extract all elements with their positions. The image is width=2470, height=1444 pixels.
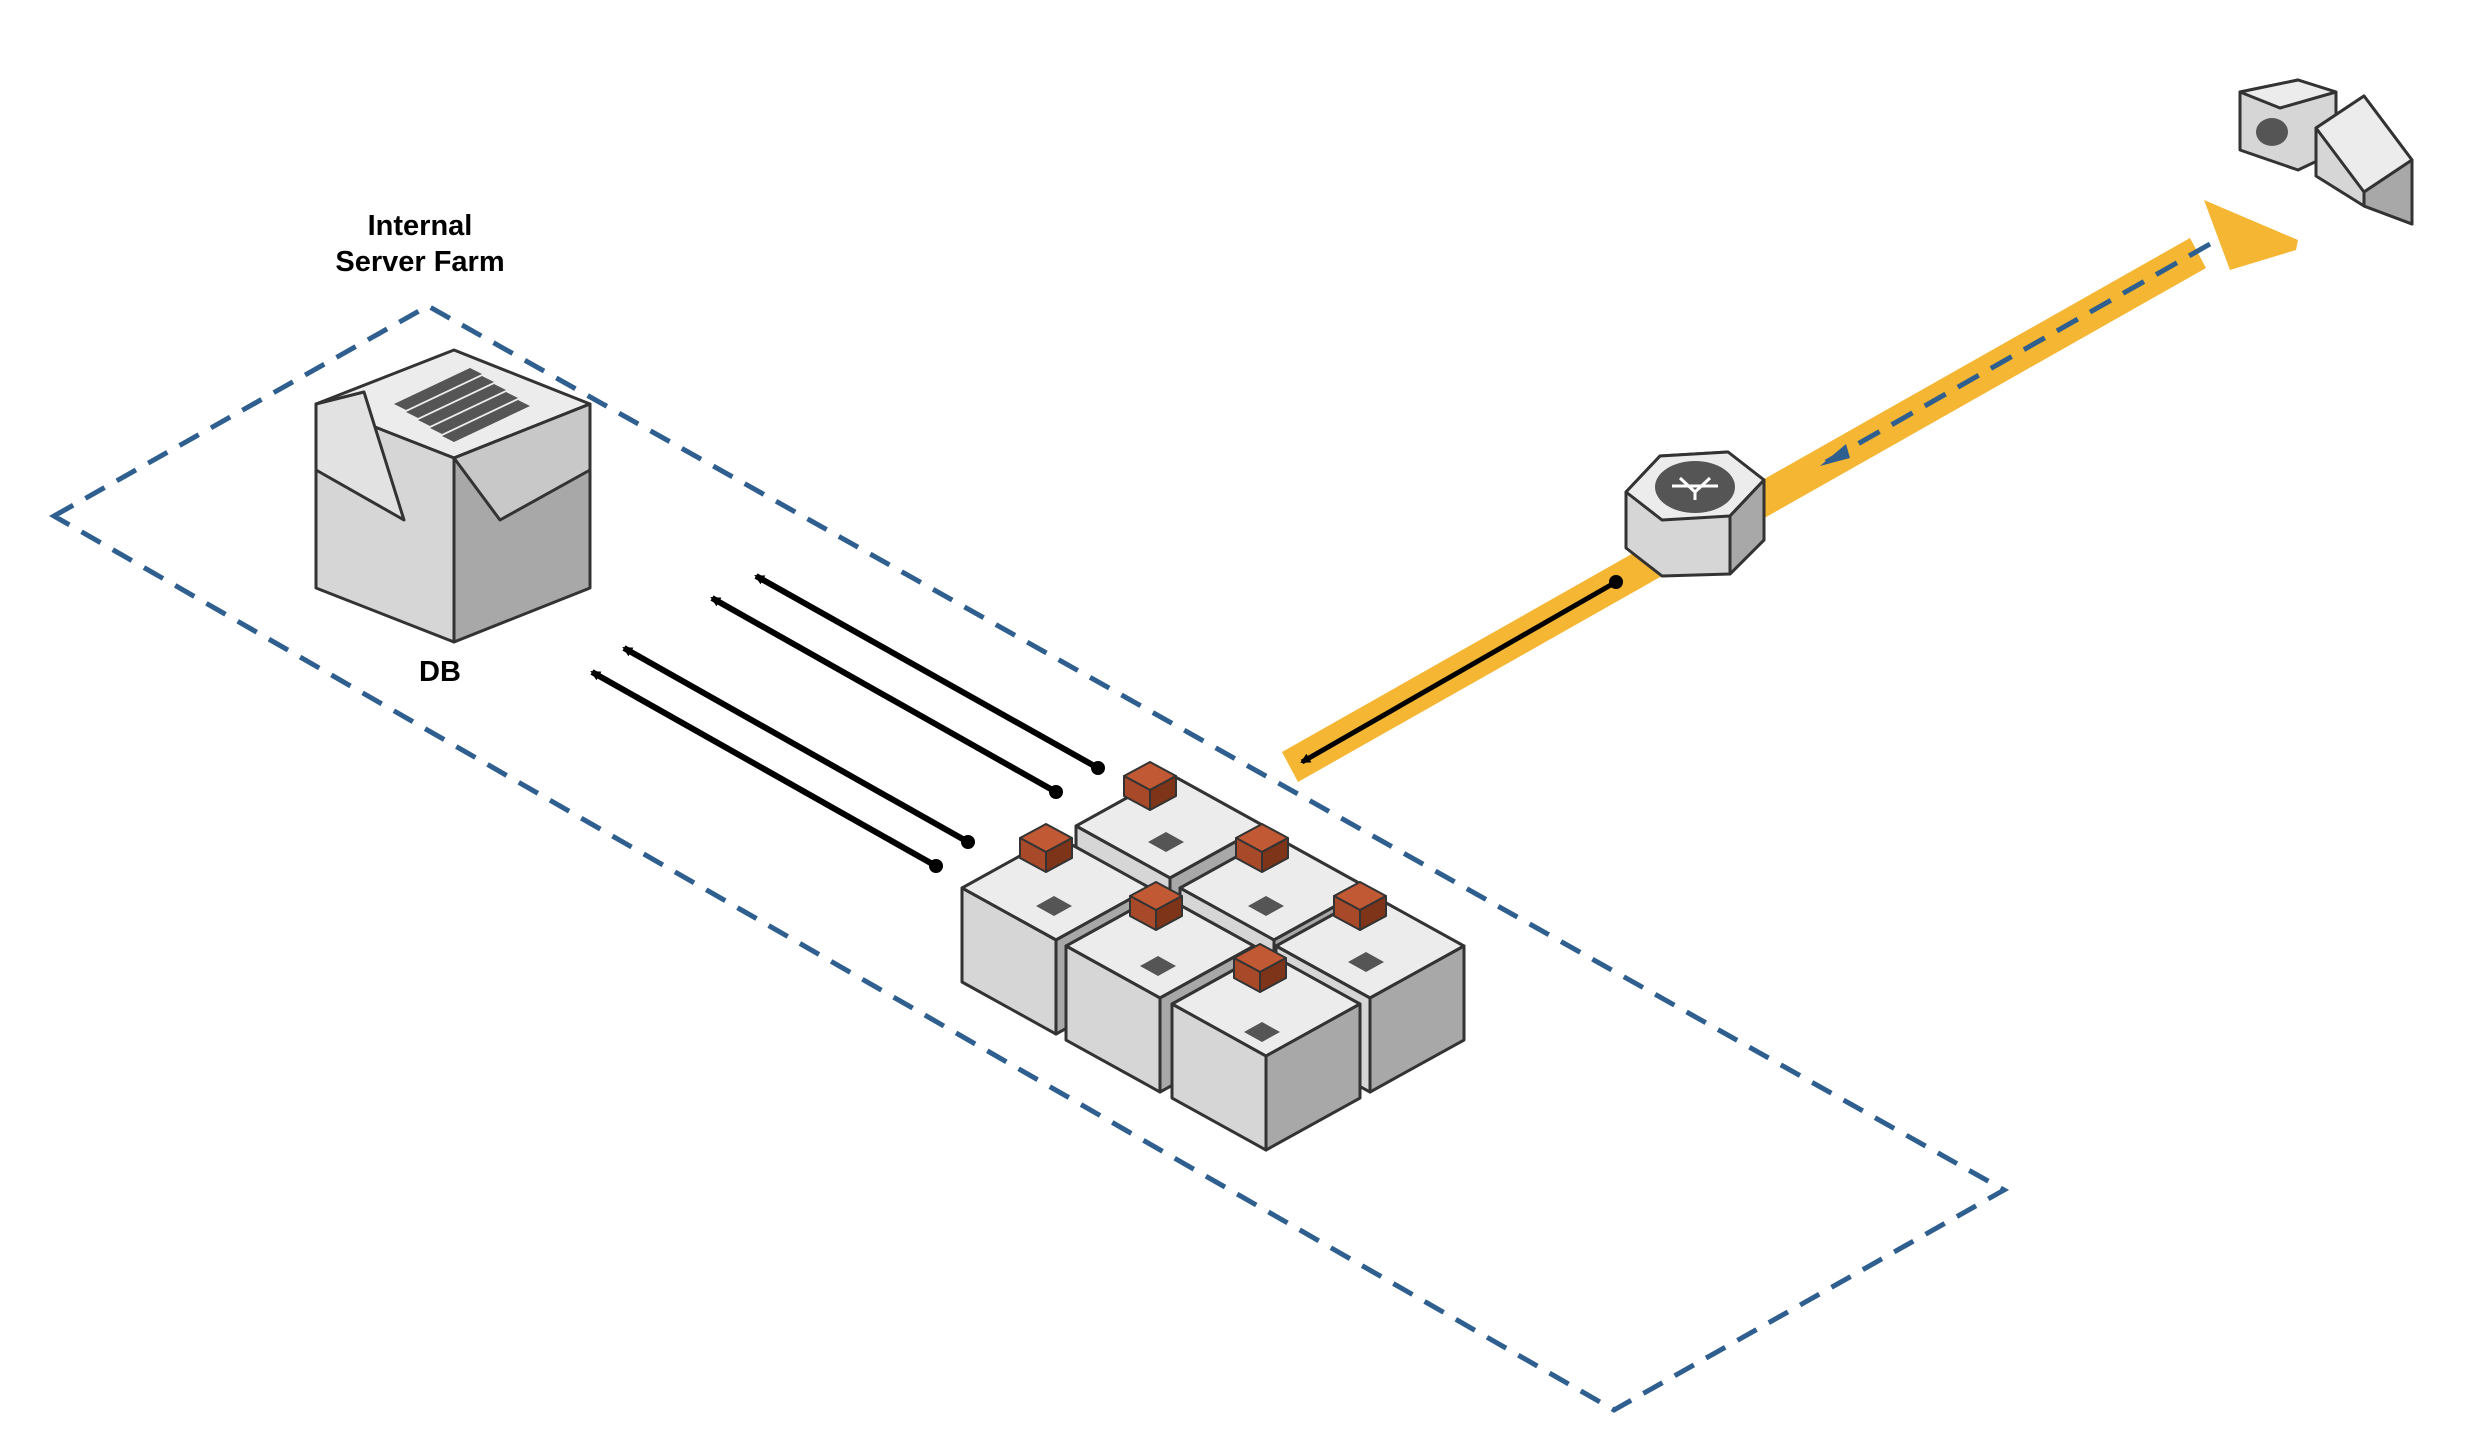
package-icon (1123, 761, 1177, 811)
zone-label-line2: Server Farm (335, 246, 505, 278)
package-icon (1235, 823, 1289, 873)
db-label: DB (419, 656, 461, 688)
load-balancer-icon (1624, 450, 1766, 578)
traffic-path (1282, 200, 2298, 782)
database-server-icon (314, 348, 592, 644)
cloud-client-icon (2238, 78, 2414, 226)
package-icon (1129, 881, 1183, 931)
package-icon (1019, 823, 1073, 873)
package-icon (1333, 881, 1387, 931)
server-farm-zone (48, 303, 2010, 1413)
zone-label: Internal Server Farm (290, 208, 550, 280)
zone-label-line1: Internal (367, 210, 473, 242)
server-cube-icon (1170, 950, 1362, 1152)
db-request-arrows (590, 573, 1100, 869)
web-server-cluster (960, 772, 1466, 1152)
app-packages (1019, 761, 1387, 993)
package-icon (1233, 943, 1287, 993)
